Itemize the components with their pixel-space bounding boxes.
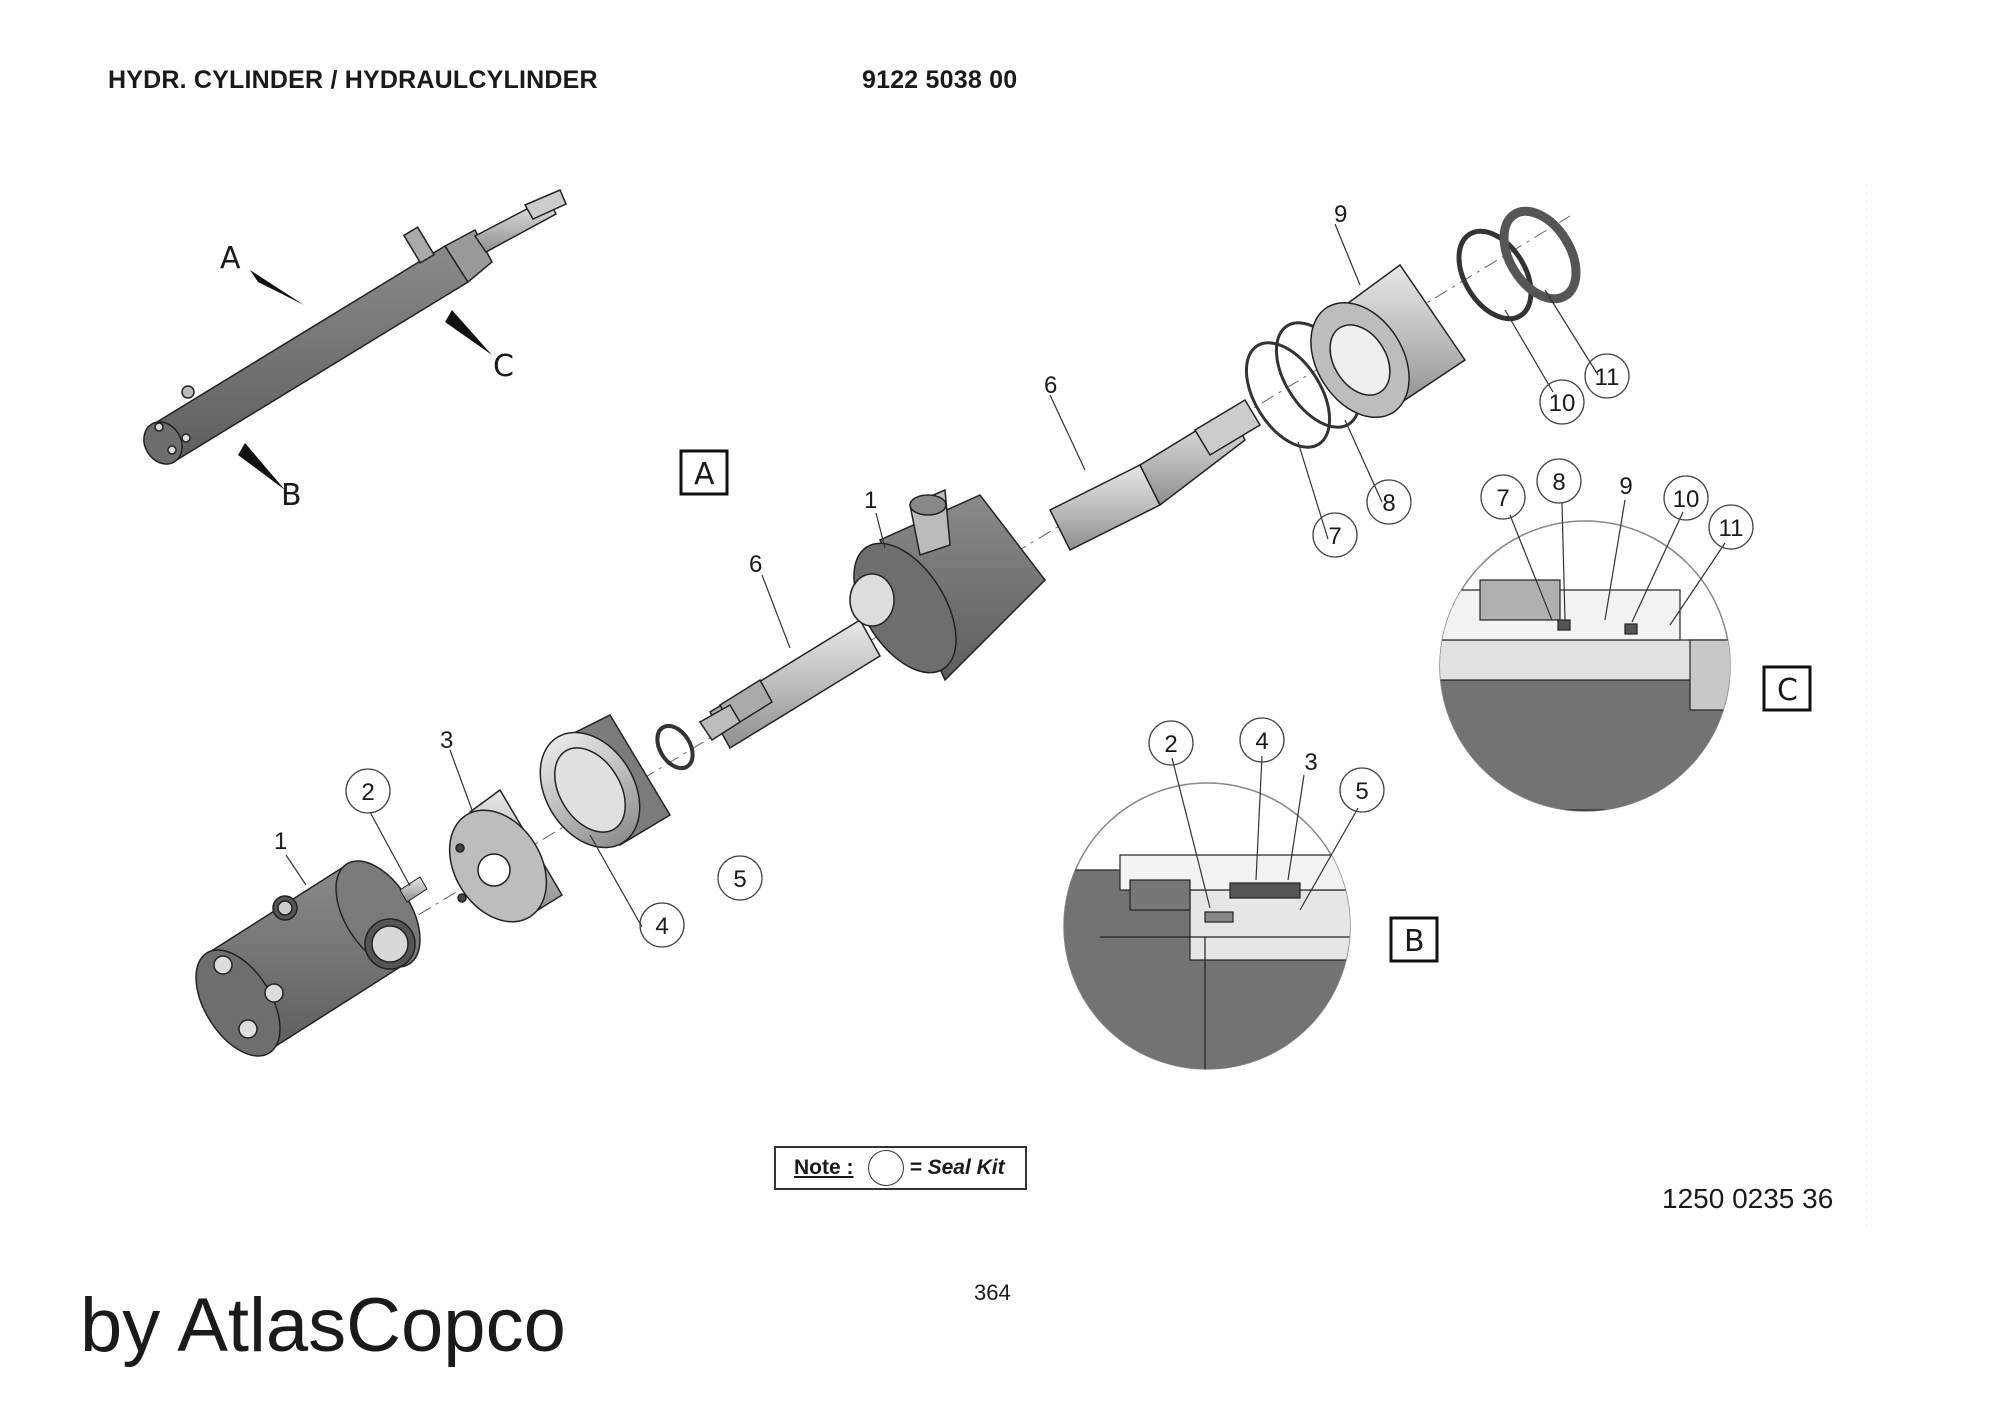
part-1-head-lower: [195, 860, 421, 1057]
part-1-body-upper: [849, 488, 1046, 682]
view-tag-c: [1762, 665, 1812, 712]
detail-c-callout-11: 11: [1719, 515, 1744, 542]
callout-circle-8: [1366, 479, 1412, 525]
callout-8: 8: [1382, 490, 1395, 517]
part-6-rod-lower: [698, 618, 882, 750]
note-label: Note :: [794, 1156, 854, 1179]
part-3-piston: [448, 788, 564, 923]
part-number: 9122 5038 00: [862, 66, 1018, 94]
detail-b-callout-2: 2: [1164, 731, 1177, 758]
detail-c-callout-7: 7: [1496, 485, 1509, 512]
detail-b-callout-5: 5: [1355, 778, 1368, 805]
callout-11: 11: [1595, 364, 1620, 391]
leader-lines: [285, 223, 1599, 928]
arrow-b-icon: [238, 443, 285, 490]
callout-circle-7: [1312, 512, 1358, 558]
callout-circle-5: [717, 855, 763, 901]
part-2-screw: [399, 876, 428, 903]
overview-label-b: B: [281, 478, 302, 513]
seal-kit-note: Note : = Seal Kit: [774, 1146, 1027, 1190]
note-text: = Seal Kit: [909, 1156, 1005, 1179]
arrow-c-icon: [445, 310, 492, 355]
callout-circle-2: [345, 768, 391, 814]
overview-label-a: A: [220, 241, 241, 276]
detail-c-callout-9: 9: [1619, 473, 1632, 500]
callout-1-lower: 1: [274, 828, 287, 855]
part-6-rod-upper: [1048, 398, 1262, 552]
callout-4: 4: [655, 913, 668, 940]
detail-c-callout-10: 10: [1673, 486, 1700, 513]
detail-c-callout-8: 8: [1552, 469, 1565, 496]
view-tag-a: [679, 449, 729, 496]
arrow-a-icon: [250, 270, 304, 305]
callout-3: 3: [440, 727, 453, 754]
callout-5: 5: [733, 866, 746, 893]
callout-7: 7: [1328, 523, 1341, 550]
brand-caption: by AtlasCopco: [80, 1283, 566, 1368]
view-tag-c-label: C: [1777, 673, 1798, 708]
view-tag-a-label: A: [694, 457, 715, 492]
callout-circle-11: [1584, 353, 1630, 399]
part-11-wiper: [1499, 206, 1581, 304]
callout-9: 9: [1334, 201, 1347, 228]
part-7-o-ring: [1244, 341, 1332, 449]
overview-arrows: [238, 270, 492, 490]
part-5-o-ring: [655, 723, 695, 771]
overview-label-c: C: [493, 349, 514, 384]
seal-kit-circle-icon: [867, 1150, 904, 1186]
overview-cylinder: [143, 189, 567, 465]
callout-1-upper: 1: [864, 487, 877, 514]
callout-10: 10: [1549, 390, 1576, 417]
callout-circle-10: [1539, 379, 1585, 425]
detail-c-view: 7 8 9 10 11: [1439, 458, 1754, 812]
callout-circle-4: [639, 902, 685, 948]
callout-6-lower: 6: [749, 551, 762, 578]
part-10-seal: [1456, 228, 1534, 322]
detail-b-callout-3: 3: [1304, 749, 1317, 776]
callout-2: 2: [361, 779, 374, 806]
part-9-gland: [1310, 263, 1467, 419]
view-tag-b: [1389, 916, 1439, 963]
reference-number: 1250 0235 36: [1662, 1183, 1834, 1214]
view-tag-b-label: B: [1404, 924, 1425, 959]
callout-6-upper: 6: [1044, 372, 1057, 399]
detail-b-view: 2 4 3 5: [1063, 717, 1385, 1070]
detail-b-callout-4: 4: [1255, 728, 1268, 755]
part-4-piston-ring: [539, 714, 672, 849]
page-number: 364: [974, 1280, 1011, 1305]
diagram-title: HYDR. CYLINDER / HYDRAULCYLINDER: [108, 66, 598, 94]
